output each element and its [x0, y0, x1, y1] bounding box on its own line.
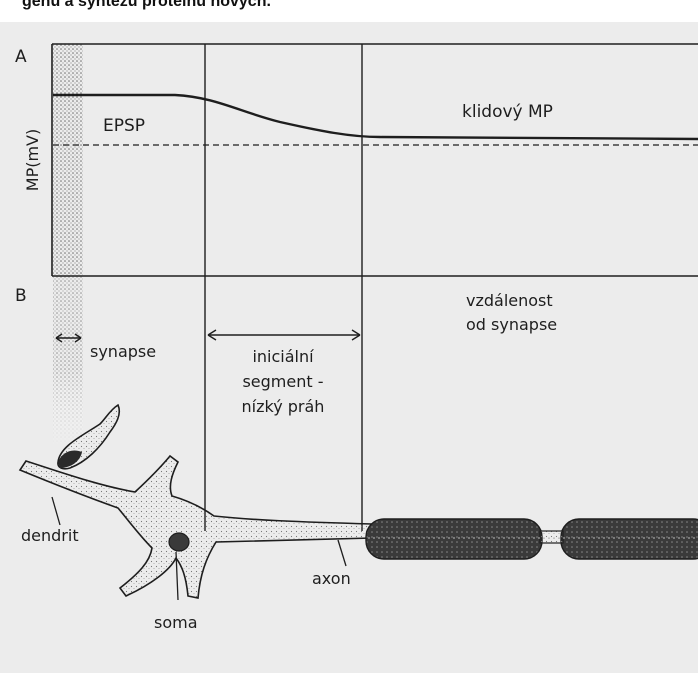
dendrite-pointer [52, 497, 60, 525]
synapse-label: synapse [90, 342, 156, 361]
initial-segment-line-2: segment - [242, 372, 323, 391]
initial-segment-line-3: nízký práh [242, 397, 325, 416]
dendrite-label: dendrit [21, 526, 79, 545]
epsp-curve [53, 95, 698, 139]
panel-a: A MP(mV) EPSP klidový MP [15, 44, 698, 531]
distance-label-line-2: od synapse [466, 315, 557, 334]
initial-segment-line-1: iniciální [252, 347, 314, 366]
myelin-sheath-2 [561, 519, 698, 559]
synapse-band-fade [53, 276, 83, 446]
panel-b: B vzdálenost od synapse synapse iniciáln… [15, 276, 698, 632]
nucleus [169, 533, 189, 551]
distance-label-line-1: vzdálenost [466, 291, 553, 310]
node-of-ranvier [540, 531, 563, 543]
panel-a-letter: A [15, 47, 27, 67]
soma-label: soma [154, 613, 198, 632]
resting-mp-label: klidový MP [462, 102, 553, 122]
y-axis-label: MP(mV) [23, 129, 42, 191]
myelin-sheath-1 [366, 519, 542, 559]
synapse-band-a [53, 44, 83, 276]
epsp-label: EPSP [103, 116, 145, 136]
axon-label: axon [312, 569, 351, 588]
panel-b-letter: B [15, 286, 27, 306]
initial-segment-arrow [208, 330, 360, 340]
axon-pointer [338, 540, 346, 566]
